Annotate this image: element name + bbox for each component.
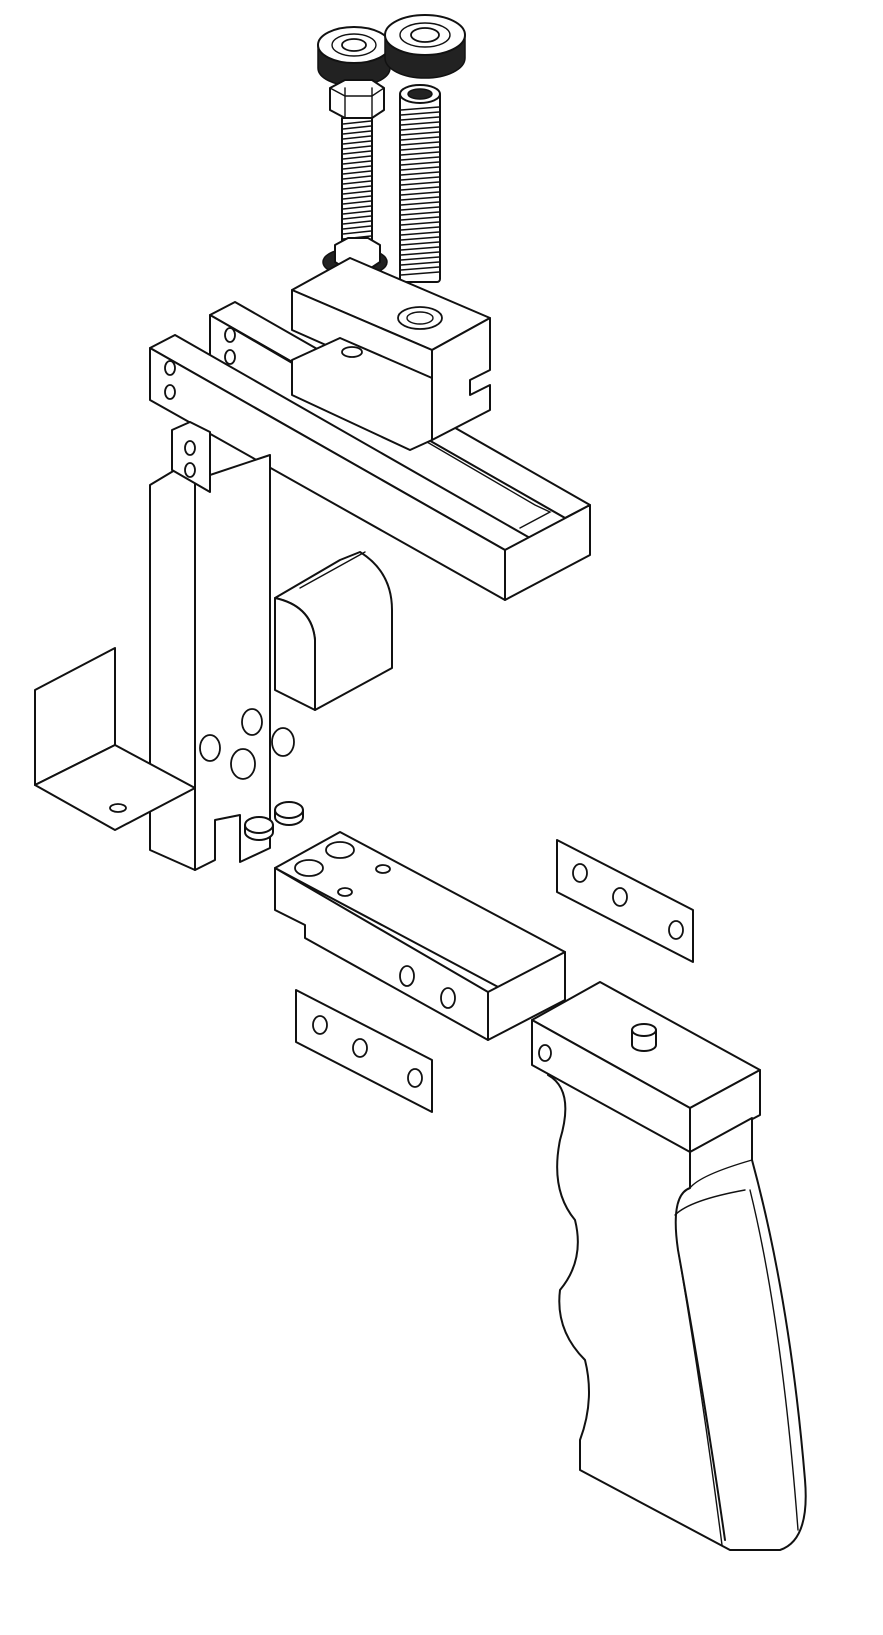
thread-line bbox=[400, 191, 440, 196]
side-plate-lower bbox=[295, 989, 433, 1113]
thread-line bbox=[342, 190, 372, 195]
thread-line bbox=[342, 215, 372, 220]
thread-line bbox=[342, 175, 372, 180]
thread-line bbox=[400, 161, 440, 166]
thread-line bbox=[342, 185, 372, 190]
thread-line bbox=[400, 221, 440, 226]
thread-line bbox=[400, 151, 440, 156]
thread-line bbox=[342, 145, 372, 150]
thread-line bbox=[400, 126, 440, 131]
thread-line bbox=[342, 225, 372, 230]
hex-nut bbox=[329, 79, 385, 119]
thread-line bbox=[400, 186, 440, 191]
thread-line bbox=[400, 141, 440, 146]
thread-line bbox=[400, 271, 440, 276]
thread-line bbox=[342, 205, 372, 210]
threaded-rod-right bbox=[399, 84, 441, 283]
pistol-grip bbox=[531, 981, 807, 1551]
knurled-nut-left bbox=[317, 26, 391, 87]
thread-line bbox=[400, 241, 440, 246]
thread-line bbox=[400, 131, 440, 136]
rounded-pad bbox=[274, 551, 393, 711]
thread-line bbox=[400, 211, 440, 216]
thread-line bbox=[342, 195, 372, 200]
mounting-block bbox=[274, 831, 566, 1041]
thread-line bbox=[400, 231, 440, 236]
thread-line bbox=[400, 251, 440, 256]
threaded-rod-left bbox=[341, 117, 373, 249]
thread-line bbox=[400, 171, 440, 176]
thread-line bbox=[400, 206, 440, 211]
thread-line bbox=[400, 201, 440, 206]
thread-line bbox=[400, 266, 440, 271]
thread-line bbox=[400, 196, 440, 201]
thread-line bbox=[342, 125, 372, 130]
thread-line bbox=[342, 135, 372, 140]
angle-bracket bbox=[34, 647, 196, 831]
thread-line bbox=[342, 230, 372, 235]
thread-line bbox=[400, 121, 440, 126]
thread-line bbox=[342, 155, 372, 160]
thread-line bbox=[342, 180, 372, 185]
thread-line bbox=[400, 246, 440, 251]
thread-line bbox=[400, 236, 440, 241]
thread-line bbox=[342, 130, 372, 135]
dowel-pins bbox=[244, 801, 304, 841]
thread-line bbox=[400, 166, 440, 171]
thread-line bbox=[400, 156, 440, 161]
thread-line bbox=[400, 146, 440, 151]
thread-line bbox=[400, 256, 440, 261]
side-plate-upper bbox=[556, 839, 694, 963]
thread-line bbox=[342, 160, 372, 165]
thread-line bbox=[342, 220, 372, 225]
thread-line bbox=[400, 111, 440, 116]
thread-line bbox=[400, 216, 440, 221]
thread-line bbox=[342, 170, 372, 175]
knurled-nut-right bbox=[384, 14, 466, 79]
thread-line bbox=[400, 181, 440, 186]
thread-line bbox=[342, 210, 372, 215]
clamp-block bbox=[291, 257, 491, 451]
vertical-post bbox=[149, 421, 295, 871]
thread-line bbox=[342, 165, 372, 170]
thread-line bbox=[400, 176, 440, 181]
thread-line bbox=[342, 120, 372, 125]
thread-line bbox=[400, 261, 440, 266]
thread-line bbox=[400, 116, 440, 121]
thread-line bbox=[342, 140, 372, 145]
thread-line bbox=[400, 136, 440, 141]
thread-line bbox=[400, 226, 440, 231]
thread-line bbox=[400, 106, 440, 111]
thread-line bbox=[342, 200, 372, 205]
thread-line bbox=[342, 150, 372, 155]
